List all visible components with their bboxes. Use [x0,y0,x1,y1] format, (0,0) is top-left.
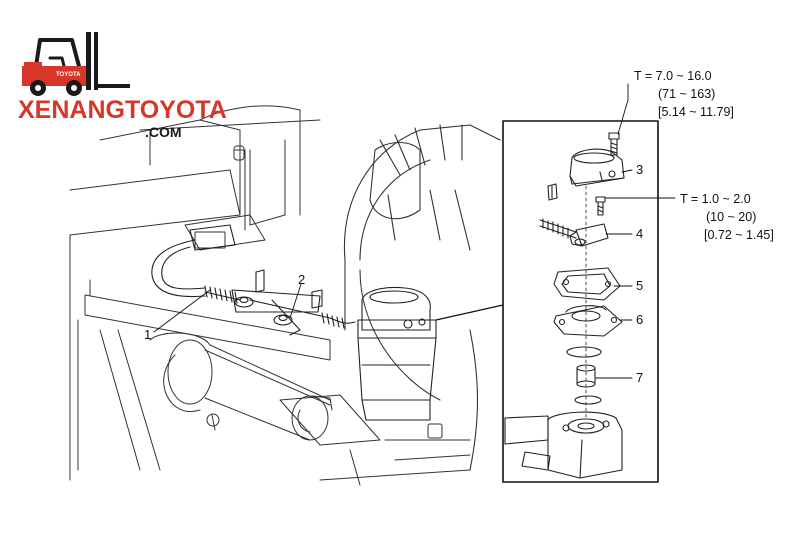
forklift-logo-icon [22,32,130,96]
bolt-lower-icon [595,196,606,216]
detail-leader-line [435,304,504,321]
torque-lower-kgf: (10 ~ 20) [706,210,757,224]
torque-upper-kgf: (71 ~ 163) [658,87,716,101]
torque-lower-ftlbf: [0.72 ~ 1.45] [704,228,774,242]
o-ring-upper-icon [566,346,602,358]
forklift-badge-text: TOYOTA [56,72,81,78]
torque-lower-value: T = 1.0 ~ 2.0 [680,192,751,206]
part-4-sensor [539,218,609,247]
brand-name: XENANGTOYOTA [18,96,227,124]
brand-domain: .COM [145,124,182,140]
callout-6: 6 [636,312,644,327]
part-6-base-plate [553,305,623,337]
tire [343,124,501,471]
clip-icon [547,183,558,201]
wire-harness [151,224,356,336]
callout-1: 1 [144,327,152,342]
callout-5: 5 [636,278,644,293]
callout-2: 2 [298,272,306,287]
callout-leaders [153,83,676,379]
bolt-upper-icon [608,132,620,156]
callout-7: 7 [636,370,644,385]
part-5-gasket [553,267,621,301]
exploded-parts [504,132,625,479]
callout-3: 3 [636,162,644,177]
vehicle-frame [69,105,471,486]
torque-upper-value: T = 7.0 ~ 16.0 [634,69,712,83]
sensor-assembly [357,286,437,421]
detail-box [502,120,659,483]
o-ring-lower-icon [574,395,602,405]
housing [504,411,623,479]
part-3-sensor-cover [569,148,625,187]
torque-upper-ftlbf: [5.14 ~ 11.79] [658,105,734,119]
callout-4: 4 [636,226,644,241]
